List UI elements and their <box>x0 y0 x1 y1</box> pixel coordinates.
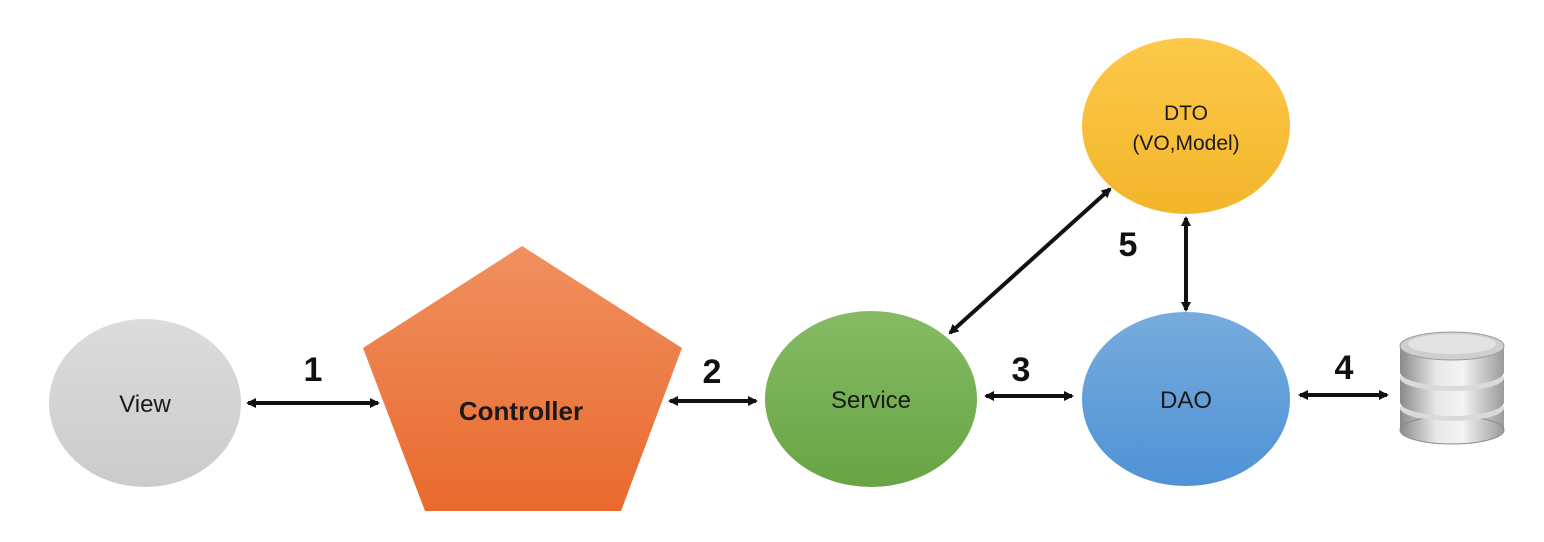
service-label: Service <box>831 387 911 414</box>
dto-label-line1: DTO <box>1164 102 1208 125</box>
dao-node: DAO <box>1082 312 1290 486</box>
database-icon <box>1399 331 1505 445</box>
controller-label: Controller <box>459 396 583 426</box>
view-node: View <box>49 319 241 487</box>
step-label-5: 5 <box>1119 226 1138 264</box>
view-label: View <box>119 391 171 418</box>
arrow-service-dto <box>948 187 1112 335</box>
step-label-3: 3 <box>1012 351 1031 389</box>
dto-label-line2: (VO,Model) <box>1132 132 1239 155</box>
dto-node: DTO (VO,Model) <box>1082 38 1290 214</box>
service-node: Service <box>765 311 977 487</box>
step-label-1: 1 <box>304 351 323 389</box>
dao-label: DAO <box>1160 387 1212 414</box>
controller-node: Controller <box>363 246 682 511</box>
step-label-2: 2 <box>703 353 722 391</box>
step-label-4: 4 <box>1335 349 1354 387</box>
